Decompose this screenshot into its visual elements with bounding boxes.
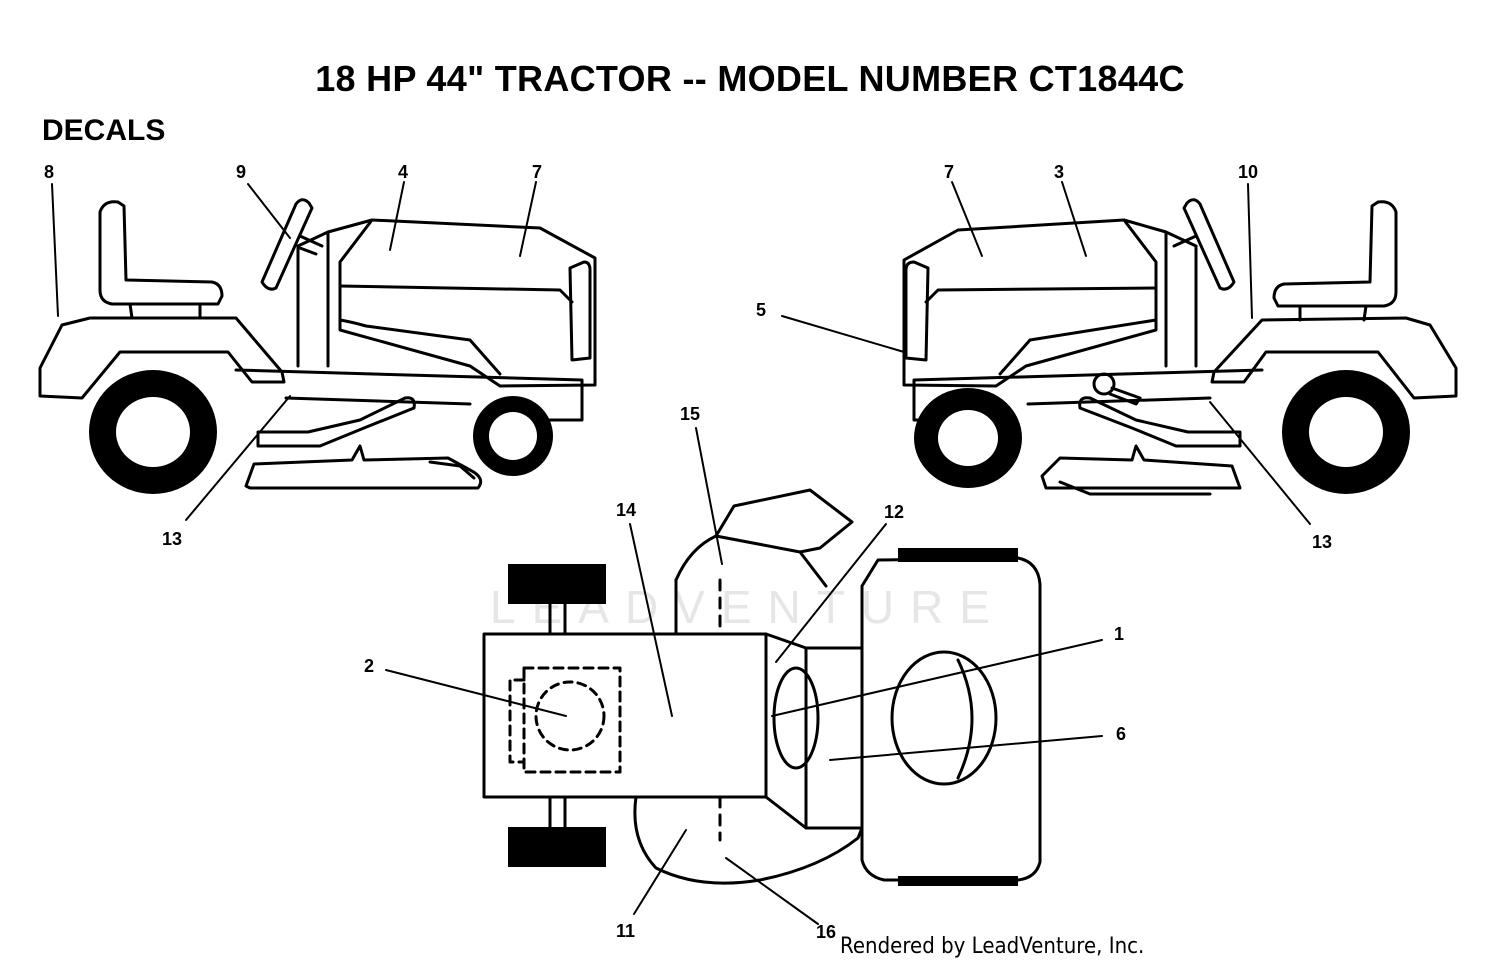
- dash-left: [296, 218, 374, 368]
- leader-11: [633, 829, 687, 915]
- rear-body-top: [860, 556, 1042, 882]
- page-title: 18 HP 44" TRACTOR -- MODEL NUMBER CT1844…: [315, 58, 1185, 99]
- footer-credit: Rendered by LeadVenture, Inc.: [840, 934, 1145, 959]
- leader-lines: [51, 181, 1311, 925]
- steering-top: [772, 666, 820, 770]
- leader-13b: [1209, 401, 1311, 525]
- leader-7a: [519, 181, 537, 257]
- leader-6: [829, 735, 1103, 761]
- callout-6: 6: [1116, 724, 1126, 744]
- engine-outline: [522, 666, 622, 774]
- frame-left: [234, 368, 584, 422]
- callout-2: 2: [364, 656, 374, 676]
- steering-wheel-right: [1182, 198, 1236, 291]
- section-label: DECALS: [42, 114, 166, 147]
- callout-5: 5: [756, 300, 766, 320]
- callout-12: 12: [884, 502, 904, 522]
- rear-wheel-top-lower: [898, 876, 1018, 886]
- dash-right: [1122, 218, 1198, 368]
- grille-left: [568, 260, 592, 362]
- callout-7a: 7: [532, 162, 542, 182]
- callout-13b: 13: [1312, 532, 1332, 552]
- tractor-left-side-view: [38, 198, 597, 494]
- seat-right: [1272, 200, 1398, 308]
- leader-16: [725, 857, 819, 925]
- footrest-right: [1078, 396, 1242, 448]
- callout-3: 3: [1054, 162, 1064, 182]
- callout-7b: 7: [944, 162, 954, 182]
- callout-numbers: 8 9 4 7 13 7 3 10 5 13 15 14 12 2 1 6 11…: [44, 162, 1332, 942]
- dash-top: [764, 632, 864, 830]
- leader-4: [389, 181, 405, 251]
- rear-fender-left: [38, 316, 286, 400]
- leader-5: [781, 315, 905, 353]
- leader-3: [1061, 181, 1087, 257]
- rear-wheel-top-upper: [898, 548, 1018, 562]
- callout-15: 15: [680, 404, 700, 424]
- callout-9: 9: [236, 162, 246, 182]
- leader-7b: [951, 181, 983, 257]
- seat-top: [890, 650, 998, 786]
- footrest-left: [256, 396, 416, 448]
- callout-10: 10: [1238, 162, 1258, 182]
- rear-fender-right: [1210, 316, 1458, 400]
- grille-right: [904, 260, 930, 362]
- leader-2: [385, 669, 567, 717]
- leader-10: [1247, 183, 1253, 319]
- callout-11: 11: [616, 921, 635, 941]
- front-wheel-top-upper: [508, 564, 606, 604]
- mower-deck-left: [244, 444, 483, 490]
- front-wheel-top-lower: [508, 827, 606, 867]
- discharge-chute-top: [674, 488, 854, 588]
- tractor-right-side-view: [902, 198, 1458, 496]
- deck-lower-top: [633, 795, 864, 885]
- mower-deck-right: [1040, 444, 1242, 490]
- steering-wheel-left: [260, 198, 314, 291]
- leader-13a: [185, 395, 291, 521]
- tractor-top-view: [482, 488, 1042, 886]
- hood-right: [902, 218, 1158, 388]
- callout-4: 4: [398, 162, 408, 182]
- lift-lever-knob-right: [1092, 372, 1116, 396]
- leader-15: [695, 427, 723, 565]
- leader-14: [629, 523, 673, 717]
- callout-8: 8: [44, 162, 54, 182]
- callout-16: 16: [816, 922, 836, 942]
- leader-1: [771, 639, 1103, 717]
- hood-left: [338, 218, 597, 388]
- leader-12: [775, 523, 887, 663]
- callout-13a: 13: [162, 529, 182, 549]
- callout-14: 14: [616, 500, 636, 520]
- seat-left: [98, 200, 224, 306]
- leader-8: [51, 183, 59, 317]
- leader-9: [247, 183, 291, 239]
- callout-1: 1: [1114, 624, 1124, 644]
